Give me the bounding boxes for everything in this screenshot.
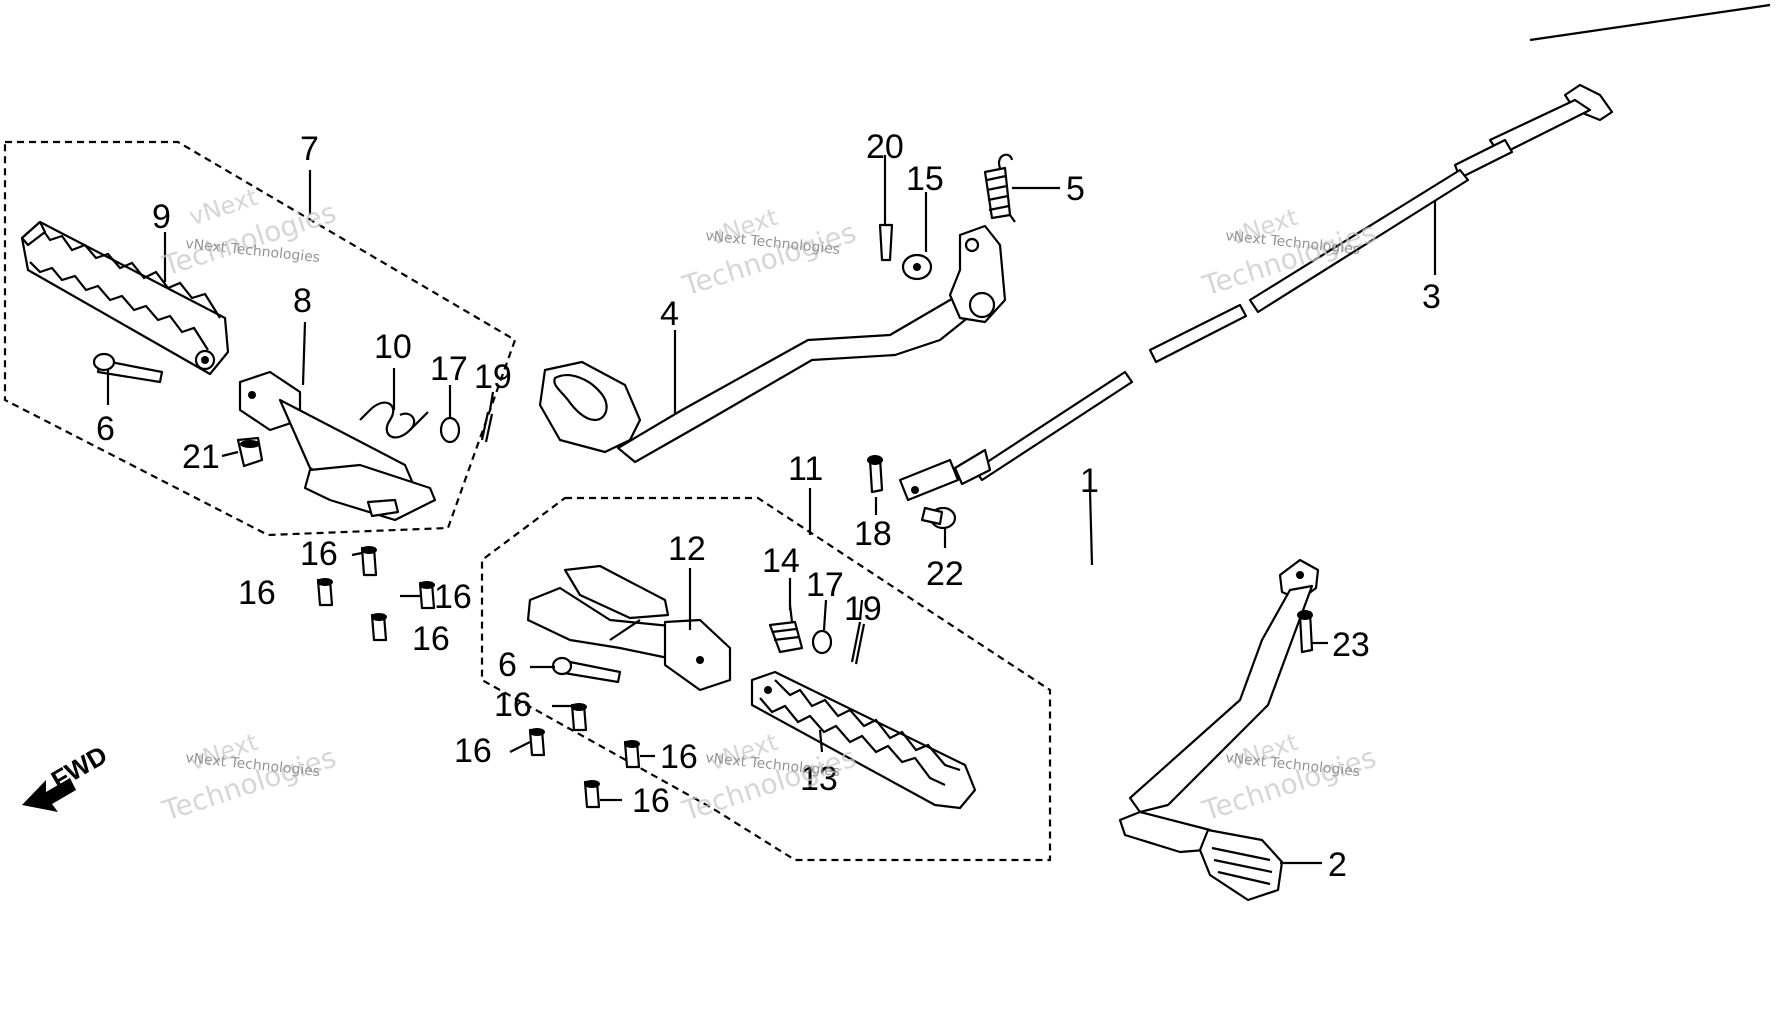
callout-23: 23 xyxy=(1332,626,1370,664)
bolt-20 xyxy=(878,165,894,262)
callout-11: 11 xyxy=(788,450,823,488)
callout-7: 7 xyxy=(300,130,319,168)
brake-arm xyxy=(538,224,1007,464)
callout-16-f: 16 xyxy=(454,732,492,770)
spring-5 xyxy=(983,153,1016,223)
cotter-pin-mid xyxy=(850,621,866,665)
callout-2: 2 xyxy=(1328,846,1347,884)
callout-1: 1 xyxy=(1080,462,1099,500)
callout-16-e: 16 xyxy=(494,686,532,724)
bolt-16-h xyxy=(583,780,601,809)
fwd-arrow: FWD xyxy=(22,740,112,812)
callout-21: 21 xyxy=(182,438,220,476)
callout-6-mid: 6 xyxy=(498,646,517,684)
callout-17-left: 17 xyxy=(430,350,468,388)
callout-16-d: 16 xyxy=(412,620,450,658)
callout-5: 5 xyxy=(1066,170,1085,208)
callout-10: 10 xyxy=(374,328,412,366)
callout-9: 9 xyxy=(152,198,171,236)
cap-21 xyxy=(236,436,264,468)
callout-12: 12 xyxy=(668,530,706,568)
bolt-16-b xyxy=(316,578,334,607)
bolt-16-f xyxy=(528,728,546,757)
callout-8: 8 xyxy=(293,282,312,320)
bracket-mid xyxy=(526,564,732,692)
callout-15: 15 xyxy=(906,160,944,198)
callout-17-mid: 17 xyxy=(806,566,844,604)
callout-20: 20 xyxy=(866,128,904,166)
bolt-16-g xyxy=(623,740,641,769)
assembly-7-outline xyxy=(3,140,517,537)
cotter-pin-left xyxy=(480,411,494,443)
bolt-23 xyxy=(1297,610,1314,654)
callout-16-h: 16 xyxy=(632,782,670,820)
fwd-label: FWD xyxy=(46,740,112,796)
bolt-16-a xyxy=(360,546,378,577)
bracket-left xyxy=(238,370,437,522)
callout-14: 14 xyxy=(762,542,800,580)
spring-14 xyxy=(768,604,804,654)
footpeg-left xyxy=(20,220,230,376)
bolt-22 xyxy=(920,506,957,530)
bolt-16-e xyxy=(570,703,588,732)
washer-15-hole xyxy=(913,263,921,271)
washer-left xyxy=(439,416,461,444)
pin-left xyxy=(92,352,164,384)
callout-16-a: 16 xyxy=(300,535,338,573)
callout-19-left: 19 xyxy=(474,358,512,396)
washer-mid xyxy=(811,629,833,655)
callout-16-g: 16 xyxy=(660,738,698,776)
callout-13: 13 xyxy=(800,760,838,798)
callout-3: 3 xyxy=(1422,278,1441,316)
bolt-18 xyxy=(867,455,884,494)
bolt-16-c xyxy=(418,581,436,610)
footpeg-mid xyxy=(750,670,977,810)
spring-left xyxy=(359,401,429,439)
callout-16-c: 16 xyxy=(434,578,472,616)
callout-22: 22 xyxy=(926,555,964,593)
brake-pedal xyxy=(1118,558,1320,902)
callout-19-mid: 19 xyxy=(844,590,882,628)
assembly-11-outline xyxy=(480,496,1052,862)
brake-cable xyxy=(898,3,1771,502)
callout-4: 4 xyxy=(660,295,679,333)
pin-mid xyxy=(551,656,622,684)
callout-16-b: 16 xyxy=(238,574,276,612)
callout-labels: 1 2 3 4 5 6 6 7 8 9 10 11 12 13 14 15 16… xyxy=(96,128,1441,884)
bolt-16-d xyxy=(370,613,388,642)
callout-18: 18 xyxy=(854,515,892,553)
leader-lines xyxy=(106,155,1437,865)
callout-6-left: 6 xyxy=(96,410,115,448)
